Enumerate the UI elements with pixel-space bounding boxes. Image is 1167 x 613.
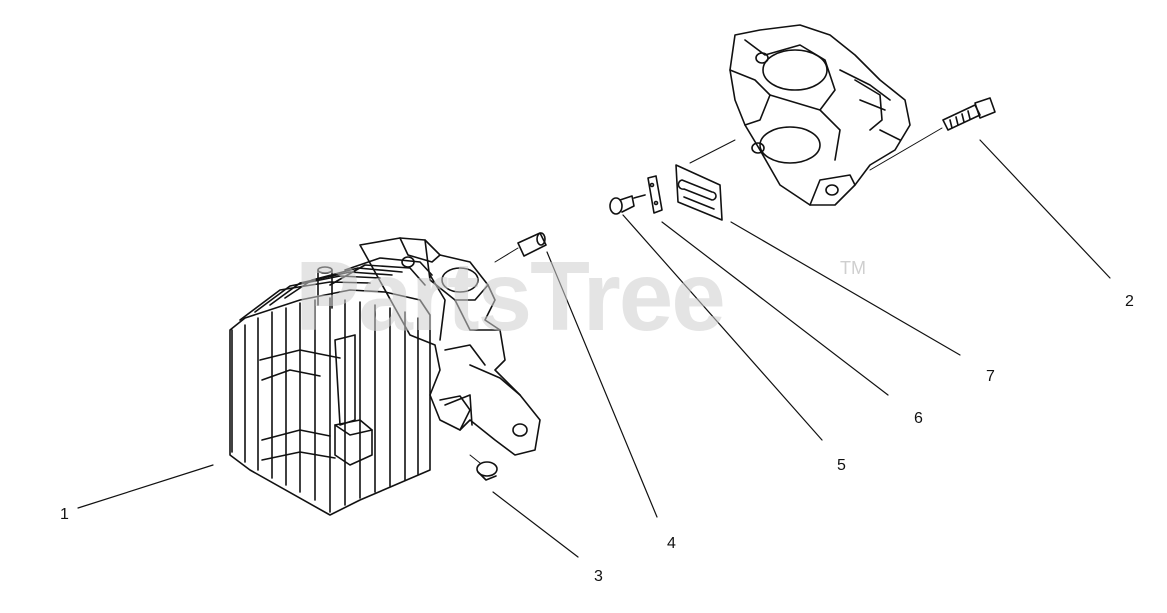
- leader-lines: [77, 139, 1111, 558]
- spark-plug-boss: [317, 269, 333, 309]
- callout-5: 5: [837, 457, 846, 474]
- crankcase-cover: [729, 24, 911, 206]
- dowel-pin: [494, 232, 547, 263]
- callout-2: 2: [1125, 293, 1134, 310]
- crankcase-half: [359, 237, 541, 456]
- shim-plate: [647, 175, 663, 214]
- bolt: [869, 97, 996, 171]
- screw: [609, 194, 646, 215]
- cylinder-assembly: [229, 237, 541, 516]
- cylinder-body: [229, 289, 431, 516]
- callout-3: 3: [594, 568, 603, 585]
- plug: [469, 454, 498, 481]
- callout-6: 6: [914, 410, 923, 427]
- trademark-symbol: TM: [840, 258, 866, 278]
- callout-1: 1: [60, 506, 69, 523]
- gasket: [675, 139, 736, 221]
- watermark-text: PartsTree: [295, 241, 726, 351]
- callout-4: 4: [667, 535, 676, 552]
- callout-7: 7: [986, 368, 995, 385]
